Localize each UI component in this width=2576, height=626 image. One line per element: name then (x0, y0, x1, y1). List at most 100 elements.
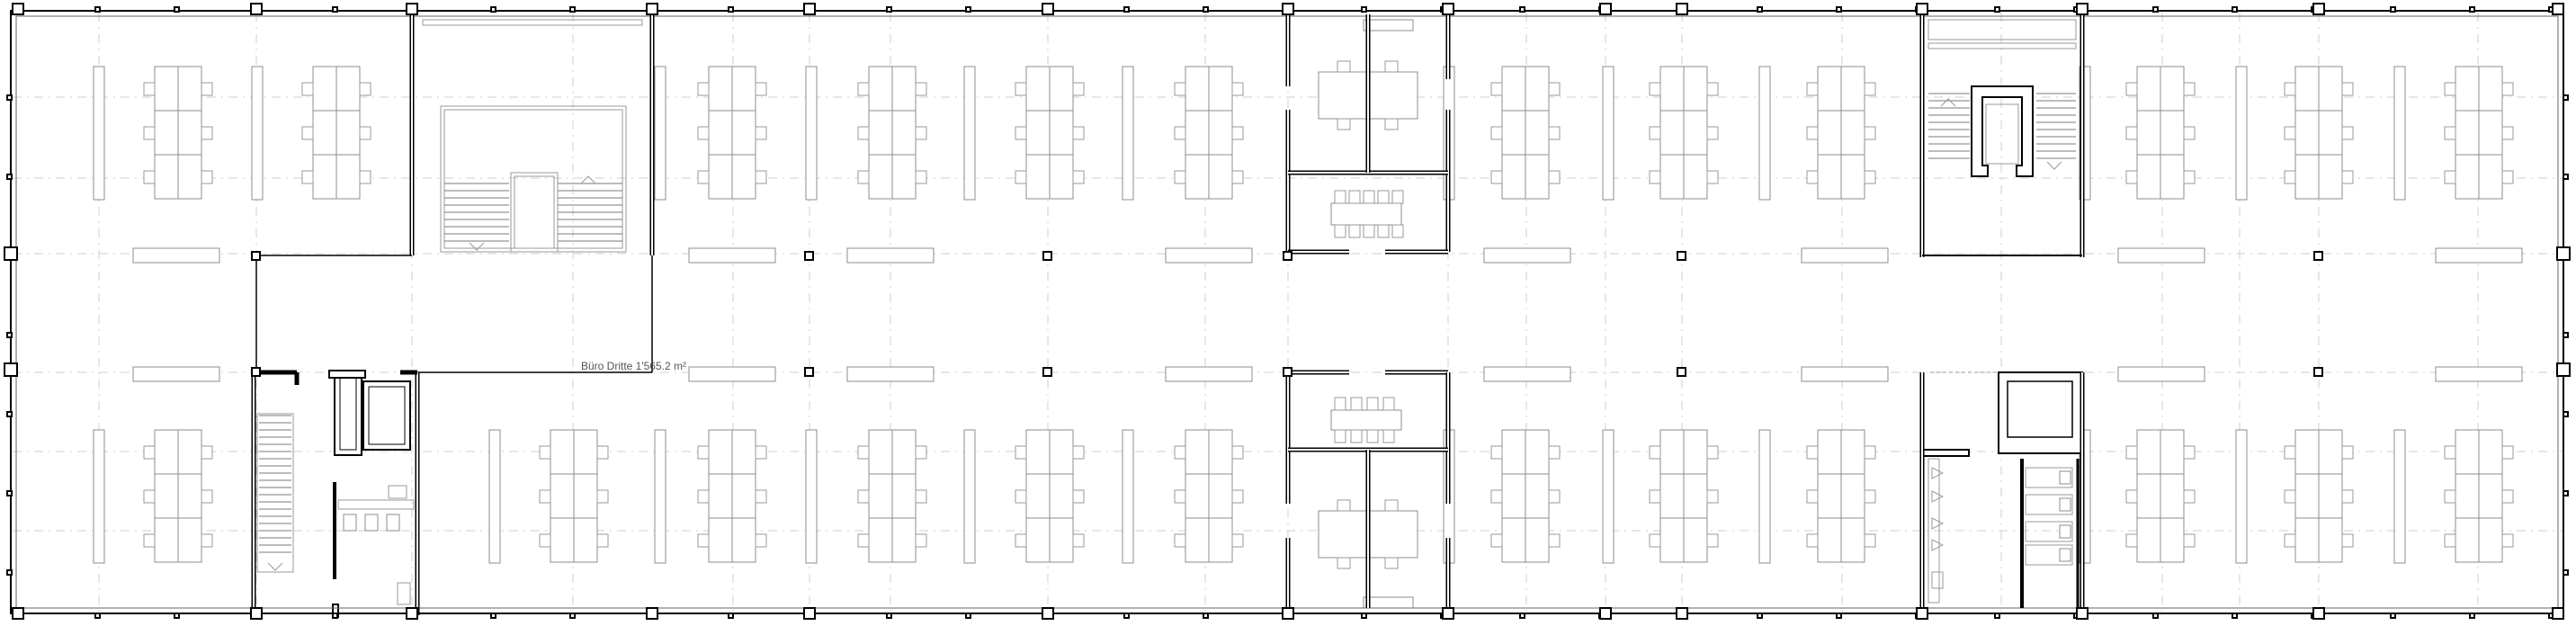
desk (1501, 429, 1526, 475)
desk-cluster (1490, 66, 1561, 200)
chair (596, 445, 609, 460)
chair (857, 82, 870, 96)
urinal (1931, 517, 1945, 530)
desk (1525, 473, 1550, 519)
desk (731, 429, 756, 475)
desk (177, 517, 202, 563)
desk (1049, 154, 1074, 200)
desk (154, 429, 179, 475)
stair-landing (510, 172, 559, 253)
counter (132, 366, 220, 382)
chair (697, 489, 710, 504)
wc-cubicle (2025, 521, 2073, 542)
urinal (1931, 539, 1945, 551)
chair (915, 82, 927, 96)
chair (539, 445, 551, 460)
desk (335, 110, 361, 156)
facade-mullion (1994, 613, 2000, 619)
desk-cluster (697, 66, 767, 200)
chair (1384, 499, 1399, 512)
desk (154, 473, 179, 519)
desk (708, 154, 733, 200)
desk (1025, 473, 1051, 519)
chair (1864, 170, 1876, 184)
chair (1337, 557, 1351, 569)
column (2076, 3, 2089, 15)
wc-counter (1928, 458, 1940, 604)
chair (1174, 489, 1186, 504)
shelf (1122, 66, 1134, 201)
urinal (1931, 467, 1945, 479)
desk (868, 154, 893, 200)
chair (359, 82, 371, 96)
chair (1072, 170, 1085, 184)
desk (1501, 154, 1526, 200)
chair (201, 533, 213, 548)
column (2312, 607, 2325, 620)
chair (1706, 82, 1719, 96)
chair (697, 533, 710, 548)
chair (1649, 533, 1661, 548)
chair (2341, 82, 2354, 96)
chair (1806, 533, 1819, 548)
facade-mullion (1757, 6, 1763, 13)
shelf (963, 429, 976, 564)
desk-cluster (857, 66, 927, 200)
shelf (2393, 66, 2406, 201)
chair (2125, 533, 2138, 548)
chair (539, 533, 551, 548)
facade-mullion (2563, 174, 2569, 180)
desk (2455, 154, 2480, 200)
chair (1072, 489, 1085, 504)
desk (1208, 110, 1233, 156)
desk (2160, 154, 2185, 200)
stair-arrow (2046, 161, 2062, 170)
desk (891, 110, 917, 156)
chair (1384, 557, 1399, 569)
chair (1548, 126, 1561, 140)
chair (2444, 445, 2456, 460)
desk (1025, 154, 1051, 200)
chair (2341, 126, 2354, 140)
chair (1334, 224, 1346, 238)
facade-mullion (2563, 332, 2569, 338)
chair (2501, 82, 2514, 96)
desk-cluster (1015, 66, 1085, 200)
facade-mullion (2232, 613, 2238, 619)
desk-cluster (2125, 66, 2196, 200)
area-label: Büro Dritte 1'565.2 m² (581, 360, 686, 372)
desk (177, 154, 202, 200)
column (2313, 251, 2323, 261)
desk-cluster (1015, 429, 1085, 563)
chair (755, 533, 767, 548)
chair (1363, 224, 1375, 238)
facade-mullion (174, 6, 180, 13)
desk (154, 110, 179, 156)
desk (2478, 66, 2503, 112)
facade-mullion (1203, 613, 1209, 619)
desk (2478, 473, 2503, 519)
shelf (654, 429, 666, 564)
column (251, 251, 261, 261)
facade-mullion (965, 6, 971, 13)
desk-cluster (857, 429, 927, 563)
facade-mullion (1203, 6, 1209, 13)
chair (1490, 82, 1503, 96)
wc-cubicle (2025, 467, 2073, 488)
stair-arrow (580, 175, 596, 184)
desk (1049, 517, 1074, 563)
chair (1072, 445, 1085, 460)
chair (1490, 126, 1503, 140)
shelf (2235, 429, 2248, 564)
wc-fixture (2059, 497, 2071, 512)
column (1677, 367, 1686, 377)
desk (2160, 517, 2185, 563)
chair (1334, 190, 1346, 204)
facade-mullion (2152, 6, 2159, 13)
chair (755, 489, 767, 504)
chair (1072, 533, 1085, 548)
stair-top-rail (1928, 42, 2077, 49)
desk-cluster (143, 66, 213, 200)
desk (2455, 517, 2480, 563)
chair (1806, 126, 1819, 140)
